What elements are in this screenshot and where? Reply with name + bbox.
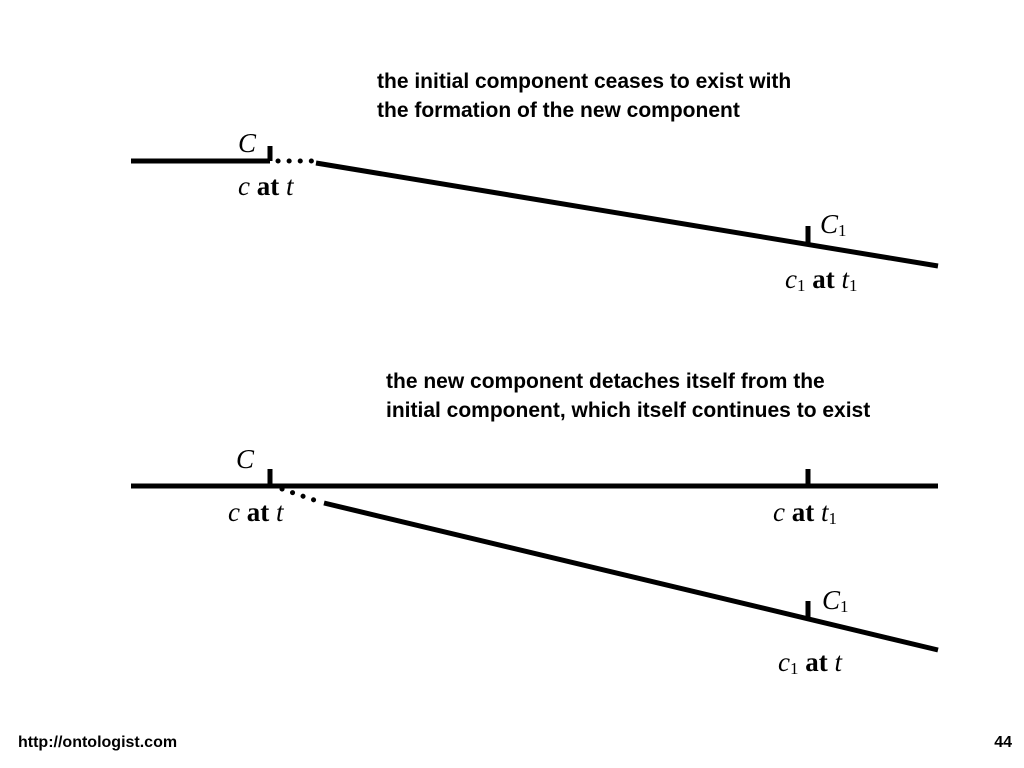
top-label-c1: c (785, 264, 797, 294)
top-label-c1-at-t1: c1 at t1 (785, 264, 858, 294)
bottom-label-C: C (236, 444, 254, 474)
bottom-label-at-3: at (805, 647, 828, 677)
top-label-c: c (238, 171, 250, 201)
bottom-label-c: c (228, 497, 240, 527)
bottom-label-C-main: C (236, 444, 255, 474)
top-label-at: at (256, 171, 280, 201)
bottom-label-c1-at-t: c1 at t (778, 647, 842, 677)
footer-url: http://ontologist.com (18, 734, 178, 751)
top-label-C1-main: C (820, 209, 839, 239)
bottom-label-c-at-t1: c at t1 (773, 497, 837, 527)
bottom-label-at-2: at (791, 497, 815, 527)
top-caption-line-2: the formation of the new component (377, 99, 740, 122)
top-label-C: C (238, 128, 256, 158)
top-caption: the initial component ceases to exist wi… (377, 67, 791, 125)
page-number: 44 (994, 734, 1012, 751)
bottom-label-c-2: c (773, 497, 785, 527)
top-label-C-main: C (238, 128, 257, 158)
bottom-label-C1-main: C (822, 585, 841, 615)
top-new-component-line (315, 160, 939, 269)
bottom-dotted-connector (279, 486, 323, 505)
top-label-C1: C1 (820, 209, 847, 239)
bottom-label-C1: C1 (822, 585, 849, 615)
top-caption-line-1: the initial component ceases to exist wi… (377, 70, 792, 93)
bottom-label-C1-sub: 1 (840, 597, 849, 616)
bottom-caption-line-1: the new component detaches itself from t… (386, 370, 825, 393)
bottom-label-t1: t (820, 497, 829, 527)
top-label-C1-sub: 1 (838, 221, 847, 240)
top-label-c1-sub: 1 (796, 276, 806, 295)
bottom-label-at: at (246, 497, 270, 527)
bottom-label-c1: c (778, 647, 790, 677)
bottom-new-component-line (323, 500, 939, 653)
bottom-label-c1-sub: 1 (789, 659, 799, 678)
top-label-at-2: at (812, 264, 835, 294)
bottom-caption: the new component detaches itself from t… (386, 367, 870, 425)
bottom-label-t-2: t (834, 647, 842, 677)
bottom-label-t1-sub: 1 (828, 509, 838, 528)
top-label-t1-sub: 1 (849, 276, 858, 295)
top-label-t1: t (841, 264, 849, 294)
top-label-t: t (285, 171, 294, 201)
bottom-label-c-at-t: c at t (228, 497, 284, 527)
bottom-caption-line-2: initial component, which itself continue… (386, 399, 871, 422)
top-label-c-at-t: c at t (238, 171, 294, 201)
bottom-label-t: t (275, 497, 284, 527)
